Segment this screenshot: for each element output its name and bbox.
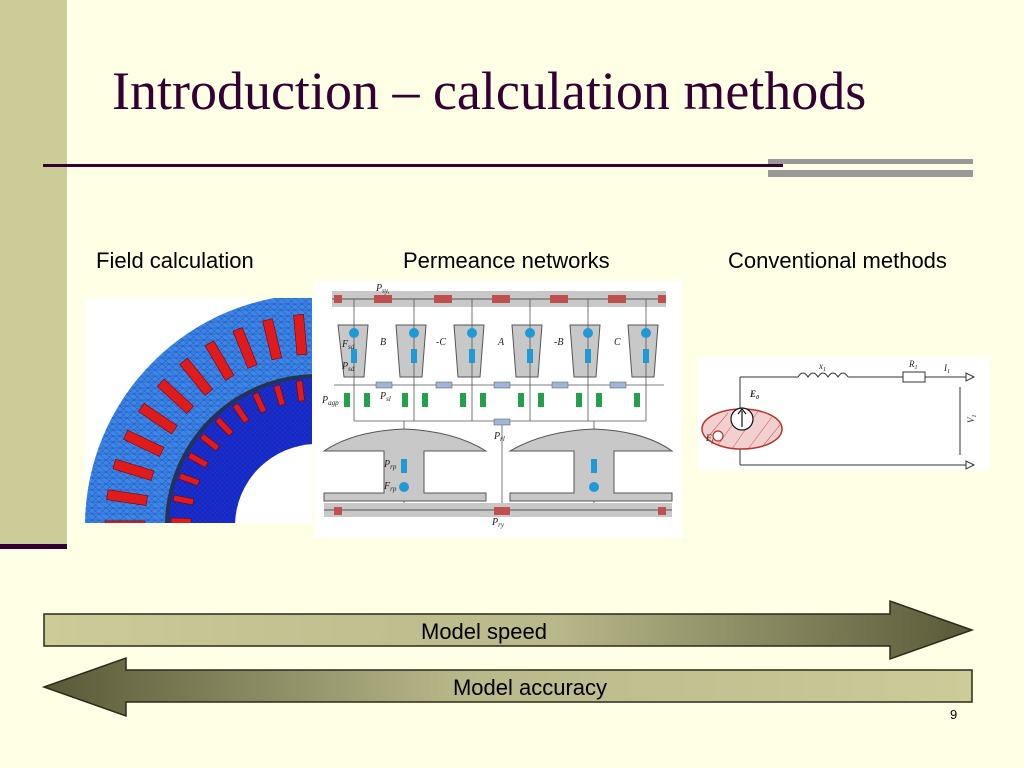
side-band <box>0 0 67 544</box>
side-band-cap <box>0 544 67 549</box>
network-label-prl: Prl <box>493 431 505 443</box>
stator-slot <box>179 357 214 396</box>
stator-slot <box>262 318 283 361</box>
network-label-frp: Frp <box>383 481 397 493</box>
rotor-slot <box>199 433 220 452</box>
network-phase-a: A <box>497 337 505 348</box>
stator-slot <box>106 489 148 506</box>
label-field-calculation: Field calculation <box>96 248 254 273</box>
model-speed-label: Model speed <box>421 619 547 644</box>
rotor-slot <box>232 402 250 424</box>
circuit-label-r1: R1 <box>908 359 918 371</box>
model-accuracy-arrow <box>41 656 973 718</box>
rotor-slot <box>187 452 209 468</box>
stator-slot <box>104 520 146 523</box>
circuit-label-ff: Ff <box>705 433 715 445</box>
stator-slot <box>293 314 308 356</box>
stator-slot <box>112 458 155 481</box>
circuit-label-x1: x1 <box>818 361 826 373</box>
network-phase-minus-c: -C <box>436 337 446 348</box>
network-label-prp: Prp <box>383 459 397 471</box>
slide-title: Introduction – calculation methods <box>112 61 867 121</box>
circuit-label-v1: V1 <box>966 415 978 424</box>
permeance-network-figure: Psy, B -C A -B C Fsd Psd Psl Pagp Prl Pr… <box>314 281 682 538</box>
title-rule <box>43 164 783 167</box>
equivalent-circuit-figure: x1 R1 I1 E0 Ff V1 <box>698 357 990 470</box>
rotor-slot <box>273 384 286 407</box>
network-label-psd: Psd <box>341 361 355 373</box>
network-label-psl: Psl <box>379 391 391 403</box>
title-rule-grey-bottom <box>768 170 973 177</box>
network-label-fsd: Fsd <box>341 339 355 351</box>
network-label-pagp: Pagp <box>321 395 339 407</box>
stator-slot <box>204 340 235 381</box>
label-permeance-networks: Permeance networks <box>403 248 610 273</box>
rotor-slot <box>178 472 201 487</box>
circuit-label-e0: E0 <box>749 389 759 401</box>
rotor-slot <box>170 517 192 523</box>
network-label-psy: Psy, <box>375 283 390 295</box>
rotor-slot <box>295 380 305 402</box>
network-phase-b: B <box>380 337 386 348</box>
label-conventional-methods: Conventional methods <box>728 248 947 273</box>
network-label-pry: Pry <box>491 517 505 529</box>
network-phase-c: C <box>614 337 621 348</box>
network-phase-minus-b: -B <box>554 337 563 348</box>
model-speed-arrow <box>43 599 975 661</box>
rotor-slot <box>252 392 267 414</box>
fem-mesh-figure <box>85 298 312 523</box>
stator-slot <box>156 378 194 414</box>
page-number: 9 <box>950 707 958 722</box>
title-rule-grey-top <box>768 159 973 164</box>
rotor-slot <box>214 416 234 437</box>
stator-slot <box>138 402 178 435</box>
model-accuracy-label: Model accuracy <box>452 675 608 700</box>
stator-slot <box>123 429 165 457</box>
rotor-slot <box>172 494 195 506</box>
stator-slot <box>232 327 258 369</box>
circuit-label-i1: I1 <box>943 363 950 375</box>
